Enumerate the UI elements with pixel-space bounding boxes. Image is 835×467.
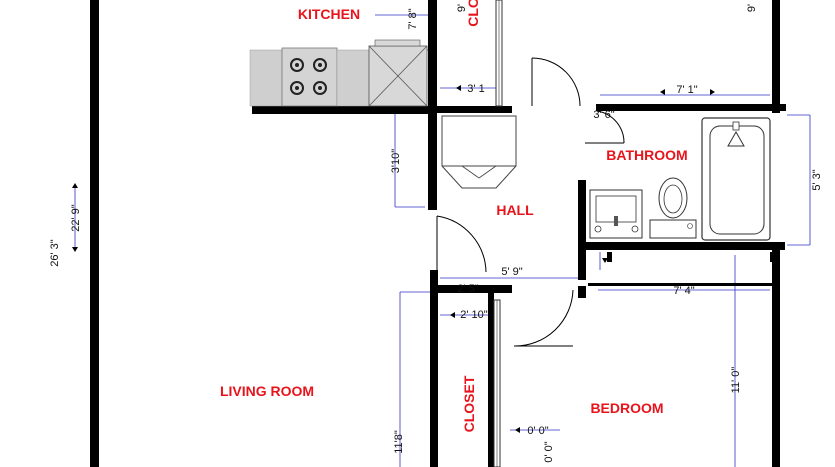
bathtub-icon <box>701 117 771 241</box>
dim-closet-width: 2' 10" <box>460 309 488 321</box>
refrigerator-icon <box>368 39 428 107</box>
room-label-bathroom: BATHROOM <box>606 147 687 163</box>
dim-overall-height: 26' 3" <box>49 239 61 267</box>
closet-rod-bedroom <box>493 299 501 467</box>
dim-top-right-height: 9' <box>746 4 758 12</box>
walls <box>90 0 786 467</box>
dim-bath-height: 5' 3" <box>811 169 823 190</box>
room-label-kitchen: KITCHEN <box>298 6 360 22</box>
dim-kitchen-right: 7' 8" <box>407 8 419 29</box>
dim-closet-top-width: 3' 1 <box>467 83 484 95</box>
water-heater-icon <box>441 115 517 189</box>
sink-icon <box>589 189 643 239</box>
dim-living-height: 11'8" <box>393 430 405 454</box>
closet-rod-top <box>495 0 503 107</box>
dimension-arrows <box>72 85 715 433</box>
dim-closet-depth: 0' 0" <box>527 425 548 437</box>
room-label-hall: HALL <box>496 202 534 218</box>
dim-left-height: 22' 9" <box>70 204 82 232</box>
dim-bath-width: 7' 1" <box>676 84 697 96</box>
dim-small-top: 3' 6" <box>593 109 614 121</box>
dim-bedroom-height: 11' 0" <box>730 367 742 394</box>
dim-hall-width: 5' 9" <box>501 266 522 278</box>
dim-small-mid: 2' 5" <box>457 283 478 295</box>
dim-closet-depth-vertical: 0' 0" <box>543 441 555 462</box>
room-label-closet: CLOSET <box>461 375 477 432</box>
room-label-bedroom: BEDROOM <box>590 400 663 416</box>
room-label-living-room: LIVING ROOM <box>220 383 314 399</box>
dim-hall-left: 3'10" <box>390 149 402 173</box>
dimension-lines <box>74 14 811 467</box>
door-swing-icon <box>436 57 625 347</box>
dim-closet-top-height: 9' <box>456 4 468 12</box>
toilet-icon <box>649 177 697 239</box>
stove-icon <box>249 47 370 107</box>
dim-bedroom-width: 7' 4" <box>673 285 694 297</box>
room-label-closet-top: CLO <box>465 0 481 27</box>
